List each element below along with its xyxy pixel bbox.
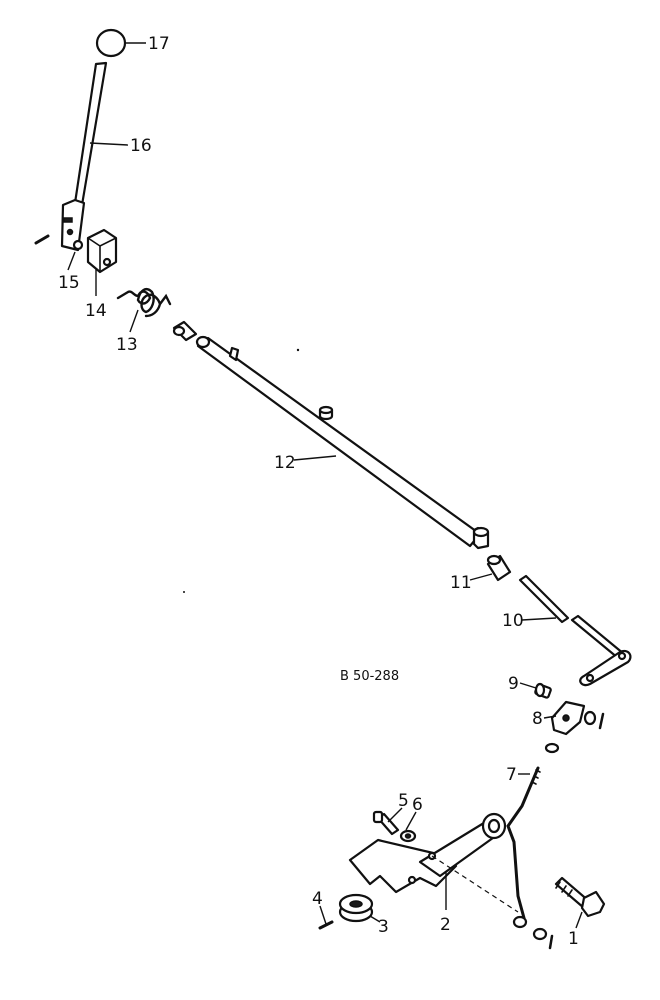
bushing-upper <box>172 320 198 342</box>
callout-6: 6 <box>412 795 423 815</box>
callout-5: 5 <box>398 791 409 811</box>
leader-lines <box>67 42 583 929</box>
part-9-pin <box>534 682 552 699</box>
callout-labels: 17 16 15 14 13 12 11 10 9 8 7 6 5 2 3 4 … <box>58 34 579 949</box>
part-11-bushing <box>486 554 512 582</box>
callout-4: 4 <box>312 889 323 909</box>
part-7-threaded-rod <box>506 766 541 920</box>
washer-and-pin-lower <box>512 915 554 950</box>
callout-3: 3 <box>378 917 389 937</box>
callout-1: 1 <box>568 929 579 949</box>
part-5-bolt <box>372 810 400 836</box>
callout-12: 12 <box>274 453 296 473</box>
callout-2: 2 <box>440 915 451 935</box>
callout-15: 15 <box>58 273 80 293</box>
part-3-grommet <box>338 893 374 923</box>
part-15-pin <box>34 234 84 251</box>
part-8-bracket <box>544 700 605 754</box>
part-16-lever <box>60 61 108 252</box>
callout-13: 13 <box>116 335 138 355</box>
part-6-washer <box>399 829 417 843</box>
callout-8: 8 <box>532 709 543 729</box>
callout-14: 14 <box>85 301 107 321</box>
diagram-reference-code: B 50-288 <box>340 669 399 684</box>
part-2-bracket <box>348 812 519 913</box>
part-17-knob <box>95 28 127 58</box>
part-4-cotter-pin <box>318 920 334 930</box>
callout-9: 9 <box>508 674 519 694</box>
part-1-bolt <box>554 876 606 918</box>
callout-7: 7 <box>506 765 517 785</box>
callout-11: 11 <box>450 573 472 593</box>
part-12-shaft <box>195 335 490 550</box>
part-13-spring <box>116 288 172 318</box>
callout-10: 10 <box>502 611 524 631</box>
part-14-block <box>86 228 118 274</box>
callout-16: 16 <box>130 136 152 156</box>
part-10-rod <box>518 574 632 687</box>
scan-specks <box>183 348 300 593</box>
callout-17: 17 <box>148 34 170 54</box>
